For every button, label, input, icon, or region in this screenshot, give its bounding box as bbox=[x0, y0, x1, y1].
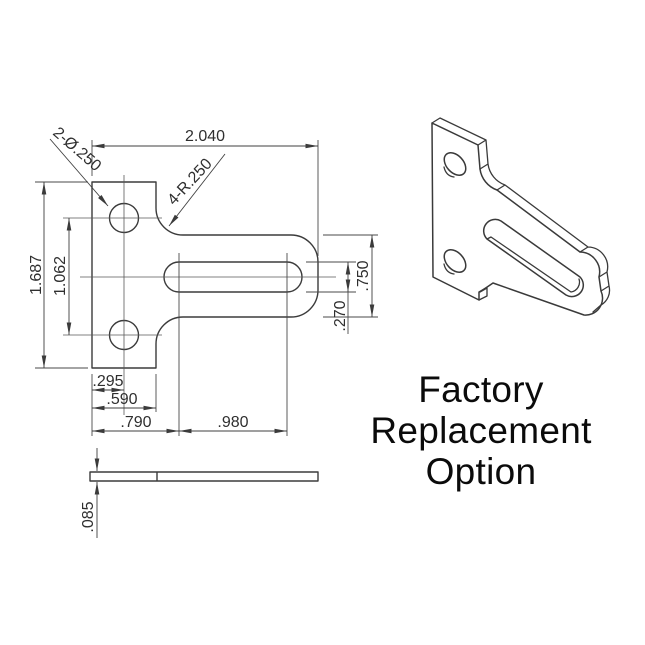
iso-hole-top bbox=[443, 152, 467, 176]
iso-hole-bottom bbox=[443, 249, 467, 273]
side-view-outline bbox=[89, 471, 319, 482]
iso-thickness-edges bbox=[431, 117, 611, 313]
iso-hole-walls bbox=[443, 166, 455, 275]
caption-line-2: Replacement bbox=[370, 410, 592, 451]
dim-overall-height: 1.687 bbox=[28, 255, 45, 295]
dim-slot-width: .270 bbox=[332, 300, 349, 331]
dim-arm-height: .750 bbox=[355, 260, 372, 291]
centerlines bbox=[63, 175, 336, 415]
iso-slot-outline bbox=[482, 218, 585, 298]
dim-overall-width: 2.040 bbox=[185, 128, 225, 145]
caption-line-1: Factory bbox=[418, 369, 544, 410]
side-view: .085 bbox=[80, 448, 319, 538]
isometric-view bbox=[431, 117, 611, 316]
extension-lines bbox=[35, 140, 378, 436]
dim-hole-offset: .295 bbox=[92, 373, 123, 390]
dim-thickness: .085 bbox=[80, 501, 97, 532]
caption: Factory Replacement Option bbox=[325, 369, 637, 492]
dim-hole-spacing: 1.062 bbox=[52, 256, 69, 296]
dim-plate-width: .590 bbox=[106, 391, 137, 408]
dim-slot-length: .980 bbox=[217, 414, 248, 431]
dim-slot-start: .790 bbox=[120, 414, 151, 431]
iso-slot-wall bbox=[486, 236, 581, 293]
fillet-callout: 4-R.250 bbox=[164, 155, 215, 208]
hole-callout: 2-Ø.250 bbox=[49, 124, 104, 175]
hole-callout-leader bbox=[49, 138, 109, 207]
iso-part-outline bbox=[431, 122, 604, 316]
fillet-callout-leader bbox=[168, 153, 226, 227]
caption-line-3: Option bbox=[425, 451, 537, 492]
part-outline bbox=[91, 181, 319, 369]
